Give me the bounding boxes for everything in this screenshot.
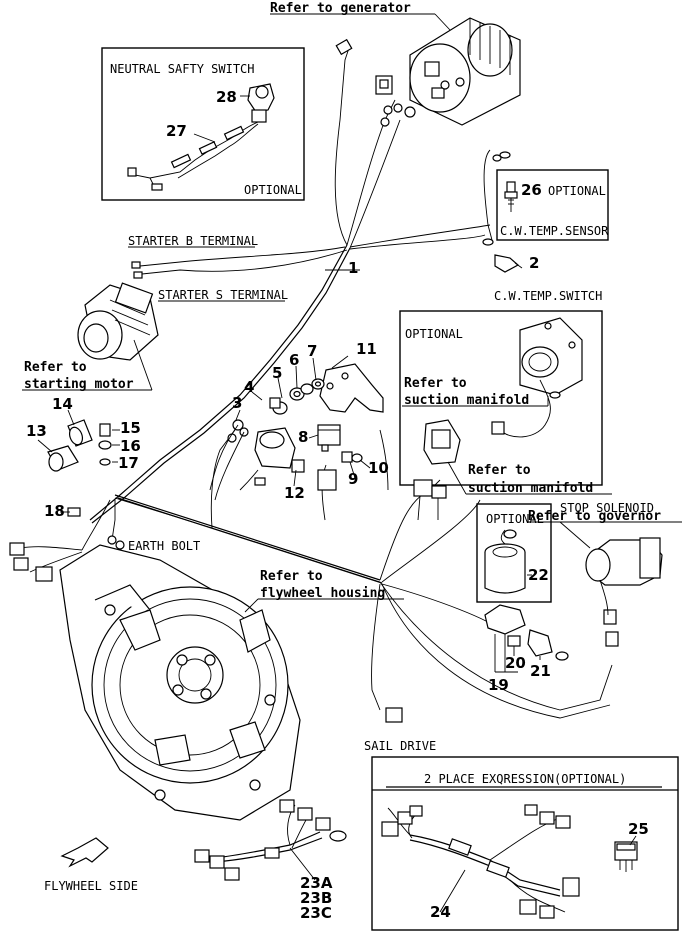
ref-starting-motor-1: Refer to <box>24 360 87 375</box>
part-number-6: 6 <box>289 351 299 369</box>
stop-solenoid-box <box>476 503 552 603</box>
part-number-26: 26 <box>521 181 542 199</box>
part-number-16: 16 <box>120 437 141 455</box>
part-number-11: 11 <box>356 340 377 358</box>
left-connectors <box>9 507 125 582</box>
part-number-18: 18 <box>44 502 65 520</box>
cw-temp-connectors <box>482 149 523 273</box>
part-number-19: 19 <box>488 676 509 694</box>
sensor-optional: OPTIONAL <box>548 184 606 198</box>
ref-suction-b-2: suction manifold <box>468 481 593 496</box>
part-number-13: 13 <box>26 422 47 440</box>
bracket-11 <box>319 363 384 413</box>
relay-8 <box>317 424 341 452</box>
earth-bolt-label: EARTH BOLT <box>128 539 200 553</box>
part-number-1: 1 <box>348 259 358 277</box>
part-number-27: 27 <box>166 122 187 140</box>
sail-drive-box <box>371 756 679 931</box>
starter-s-label: STARTER S TERMINAL <box>158 288 288 302</box>
part-leaders-cluster <box>235 355 371 487</box>
part-number-17: 17 <box>118 454 139 472</box>
part-number-23a: 23A <box>300 874 333 892</box>
ref-flywheel-1: Refer to <box>260 569 323 584</box>
part-number-25: 25 <box>628 820 649 838</box>
harness-24 <box>381 804 580 919</box>
cw-temp-sensor-label: C.W.TEMP.SENSOR <box>500 224 609 238</box>
stop-solenoid-label: STOP SOLENOID <box>560 501 654 515</box>
switch-optional: OPTIONAL <box>405 327 463 341</box>
ref-suction-b-1: Refer to <box>468 463 531 478</box>
ref-starting-motor-2: starting motor <box>24 377 134 392</box>
neutral-safety-switch <box>127 83 275 191</box>
right-connectors <box>385 479 619 723</box>
part-3-washers <box>209 419 266 501</box>
cw-temp-sensor-box <box>496 169 609 241</box>
part-number-22: 22 <box>528 566 549 584</box>
part-number-21: 21 <box>530 662 551 680</box>
part-number-24: 24 <box>430 903 451 921</box>
part-number-8: 8 <box>298 428 308 446</box>
starter-b-label: STARTER B TERMINAL <box>128 234 258 248</box>
relay-12 <box>254 427 305 473</box>
cw-temp-switch-box <box>399 310 603 486</box>
harness-23 <box>194 799 347 881</box>
two-place-label: 2 PLACE EXQRESSION(OPTIONAL) <box>424 772 626 786</box>
part-number-23c: 23C <box>300 904 332 922</box>
part-number-23b: 23B <box>300 889 332 907</box>
part-number-12: 12 <box>284 484 305 502</box>
neutral-switch-title: NEUTRAL SAFTY SWITCH <box>110 62 255 76</box>
part-number-14: 14 <box>52 395 73 413</box>
main-harness <box>81 44 613 719</box>
generator <box>409 17 521 126</box>
neutral-optional: OPTIONAL <box>244 183 302 197</box>
part-number-9: 9 <box>348 470 358 488</box>
relay-25 <box>614 835 638 872</box>
flywheel-housing <box>59 544 301 821</box>
part-number-4: 4 <box>244 378 254 396</box>
misc-wire <box>379 429 389 491</box>
cw-temp-sensor <box>504 181 518 212</box>
nuts-9-10 <box>317 451 363 491</box>
ref-governor: Refer to governor <box>528 509 661 524</box>
starter-motor <box>77 282 159 361</box>
cw-temp-switch-label: C.W.TEMP.SWITCH <box>494 289 602 303</box>
flywheel-side-label: FLYWHEEL SIDE <box>44 879 138 893</box>
washer-parts <box>269 378 325 415</box>
part-number-2: 2 <box>529 254 539 272</box>
ref-suction-a-2: suction manifold <box>404 393 529 408</box>
ref-generator: Refer to generator <box>270 1 411 16</box>
part-19-21 <box>484 604 569 673</box>
ref-flywheel-2: flywheel housing <box>260 586 385 601</box>
part-number-28: 28 <box>216 88 237 106</box>
cw-temp-switch <box>423 317 583 465</box>
parts-13-17 <box>37 409 120 472</box>
ref-suction-a-1: Refer to <box>404 376 467 391</box>
part-number-20: 20 <box>505 654 526 672</box>
part-number-3: 3 <box>232 394 242 412</box>
neutral-switch-box <box>101 47 305 201</box>
part-number-15: 15 <box>120 419 141 437</box>
starter-terminals <box>131 261 143 279</box>
generator-connectors <box>335 38 416 127</box>
part-number-5: 5 <box>272 364 282 382</box>
part-number-7: 7 <box>307 342 317 360</box>
stop-solenoid <box>585 537 663 616</box>
flywheel-side-arrow-icon <box>60 837 109 868</box>
sail-drive-label: SAIL DRIVE <box>364 739 436 753</box>
relay-22 <box>484 529 532 594</box>
part-number-10: 10 <box>368 459 389 477</box>
solenoid-optional: OPTIONAL <box>486 512 544 526</box>
